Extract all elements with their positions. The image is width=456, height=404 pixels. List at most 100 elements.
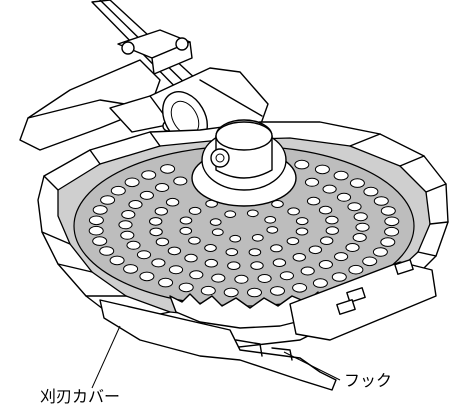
blade-hub	[191, 119, 297, 207]
blade-hole	[304, 177, 320, 187]
blade-hole	[167, 246, 182, 256]
blade-hole	[355, 222, 370, 232]
blade-hole	[184, 253, 198, 263]
blade-hole	[139, 271, 155, 282]
blade-hole	[306, 196, 321, 206]
blade-hole	[92, 205, 108, 215]
blade-hole	[179, 226, 193, 235]
blade-cover-leader	[91, 325, 121, 389]
cover-bracket	[289, 259, 437, 341]
blade-hole	[373, 196, 389, 206]
blade-hole	[352, 233, 367, 242]
blade-hole	[158, 277, 174, 288]
blade-hole	[380, 206, 396, 216]
blade-hole	[295, 227, 309, 236]
hook-label: フック	[344, 371, 392, 390]
blade-hole	[292, 283, 308, 293]
blade-hole	[224, 210, 237, 218]
blade-hole	[272, 258, 287, 268]
blade-hole	[257, 274, 272, 283]
blade-hole	[362, 256, 378, 267]
blade-hole	[88, 225, 104, 236]
blade-hole	[211, 273, 226, 283]
blade-hole	[126, 240, 141, 250]
blade-hole	[120, 230, 135, 240]
blade-hole	[178, 282, 194, 293]
blade-hole	[211, 228, 224, 236]
blade-hole	[155, 183, 170, 192]
blade-hole	[139, 190, 154, 200]
blade-hole	[179, 216, 193, 225]
blade-hole	[292, 252, 306, 262]
blade-hole	[118, 220, 133, 230]
blade-hole	[189, 270, 204, 280]
blade-hole	[264, 216, 277, 224]
blade-hole	[136, 250, 152, 260]
blade-hole	[141, 170, 157, 180]
hook-arm	[99, 299, 337, 391]
blade-hole	[223, 287, 239, 298]
blade-hole	[320, 236, 334, 245]
blade-hole	[246, 209, 259, 218]
blade-hole	[363, 186, 379, 197]
blade-hole	[384, 226, 400, 237]
blade-hole	[348, 264, 364, 275]
blade-hole	[266, 226, 279, 234]
blade-hole	[300, 266, 315, 276]
blade-disc	[73, 145, 415, 307]
blade-hole	[318, 205, 333, 215]
blade-hole	[121, 210, 136, 219]
blade-teeth	[169, 291, 319, 329]
blade-hole	[234, 274, 249, 284]
blade-hole	[325, 226, 339, 235]
blade-hole	[149, 217, 163, 226]
blade-hole	[165, 197, 180, 207]
blade-hole	[110, 185, 126, 196]
blade-hole	[295, 217, 309, 226]
blade-hole	[270, 286, 285, 296]
blade-hole	[353, 212, 368, 222]
blade-hole	[270, 244, 283, 253]
blade-hole	[204, 258, 219, 268]
blade-hole	[247, 287, 262, 298]
blade-hole	[109, 255, 125, 266]
blade-hole	[173, 176, 188, 186]
blade-hole	[334, 252, 349, 262]
blade-hole	[188, 206, 202, 215]
blade-hole	[349, 178, 365, 188]
blade-hole	[200, 285, 216, 296]
blade-hole	[372, 247, 388, 257]
blade-hole	[151, 258, 166, 268]
blade-hole	[123, 264, 139, 274]
blade-hole	[308, 245, 323, 255]
blade-hole	[168, 265, 184, 275]
blade-hole	[279, 271, 294, 281]
blade-hole	[251, 234, 264, 242]
blade-hole	[128, 200, 143, 209]
blade-hole	[92, 236, 108, 246]
blade-hole	[318, 260, 333, 269]
blade-hole	[209, 218, 222, 226]
blade-hole	[380, 237, 396, 247]
blade-hole	[225, 248, 239, 257]
blade-hole	[336, 192, 352, 202]
blade-hole	[384, 216, 400, 227]
blade-hole	[331, 272, 347, 282]
blade-hole	[100, 195, 116, 205]
blade-hole	[124, 177, 140, 188]
blade-hole	[294, 159, 310, 170]
blade-hole	[229, 234, 242, 243]
blade-hole	[155, 237, 170, 247]
blade-hole	[149, 227, 163, 237]
blade-hole	[345, 243, 360, 252]
blade-hole	[312, 278, 328, 288]
blade-hole	[314, 164, 330, 175]
blade-hole	[287, 207, 300, 216]
blade-hole	[160, 164, 176, 174]
blade-hole	[248, 248, 262, 257]
handle-clamp	[117, 29, 193, 75]
blade-hole	[188, 236, 201, 245]
blade-hole	[88, 215, 104, 226]
blade-hole	[250, 261, 264, 270]
